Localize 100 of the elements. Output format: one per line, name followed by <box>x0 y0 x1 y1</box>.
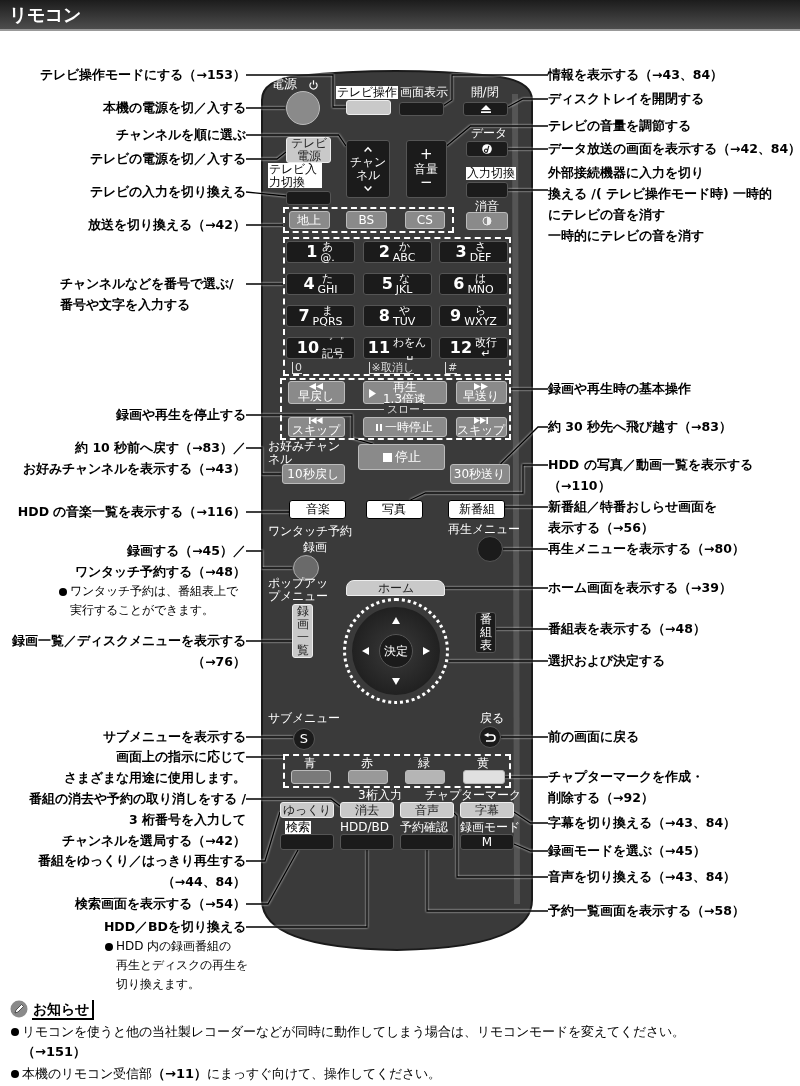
leader-line <box>245 511 290 513</box>
remote-button <box>340 834 394 850</box>
key-label: 3桁入力 <box>358 789 402 802</box>
callout-text: 再生メニューを表示する（→80） <box>548 540 746 558</box>
remote-button: M <box>460 834 514 850</box>
notice-heading: お知らせ <box>32 1000 94 1020</box>
key-label: 再生メニュー <box>448 523 520 536</box>
remote-button: 消去 <box>340 802 394 818</box>
leader-line <box>245 849 299 905</box>
callout-text: 外部接続機器に入力を切り換える /( テレビ操作モード時) 一時的にテレビの音を消す <box>548 164 774 224</box>
key-label: データ <box>470 127 507 140</box>
callout-text: 録画モードを選ぶ（→45） <box>548 842 707 860</box>
remote-button: BS <box>346 211 387 229</box>
leader-line <box>409 464 549 501</box>
leader-line <box>245 191 287 197</box>
remote-button: + 音量 − <box>406 140 447 198</box>
callout-text: 番組の消去や予約の取り消しをする /3 桁番号を入力してチャンネルを選局する（→42） <box>28 790 246 850</box>
remote-button: 停止 <box>358 444 445 470</box>
remote-button <box>463 770 505 784</box>
remote-button <box>347 770 388 784</box>
callout-text: 一時的にテレビの音を消す <box>548 227 705 245</box>
key-label: 開/閉 <box>470 86 499 99</box>
key-label: サブメニュー <box>268 712 340 725</box>
key-label: 青 <box>304 757 316 770</box>
remote-button: 新番組 <box>448 500 505 519</box>
callout-text: 前の画面に戻る <box>548 728 640 746</box>
leader-line <box>502 548 549 550</box>
key-label: テレビ操作 <box>335 86 398 99</box>
note-text: 本機のリモコン受信部（→11）にまっすぐ向けて、操作してください。 <box>10 1064 800 1084</box>
leader-line <box>444 587 549 589</box>
leader-line <box>504 506 549 508</box>
callout-text: 約 30 秒先へ飛び越す（→83） <box>548 418 733 436</box>
leader-line <box>245 811 281 862</box>
remote-button: 10秒戻し <box>281 464 345 484</box>
leader-line <box>513 843 549 852</box>
callout-text: ホーム画面を表示する（→39） <box>548 579 733 597</box>
callout-text: データ放送の画面を表示する（→42、84） <box>548 140 798 158</box>
key-label: 画面表示 <box>400 86 448 99</box>
callout-text: テレビ操作モードにする（→153） <box>39 66 246 84</box>
callout-text: 画面上の指示に応じてさまざまな用途に使用します。 <box>63 748 246 787</box>
key-label: # <box>445 362 458 374</box>
remote-button: 録画一覧 <box>292 604 313 658</box>
dashed-ring <box>342 598 449 704</box>
key-label: HDD/BD <box>340 821 390 834</box>
callout-text: チャプターマークを作成・削除する（→92） <box>548 768 705 807</box>
callout-text: 約 10 秒前へ戻す（→83）／お好みチャンネルを表示する（→43） <box>22 439 246 478</box>
key-label: 戻る <box>479 712 504 725</box>
callout-text: テレビの音量を調節する <box>548 117 692 135</box>
callout-text: 検索画面を表示する（→54） <box>73 895 246 913</box>
key-label: 消音 <box>475 200 499 213</box>
callout-text: チャンネルなどを番号で選ぶ/番号や文字を入力する <box>60 275 235 314</box>
leader-line <box>495 628 549 630</box>
callout-text: 録画する（→45）／ワンタッチ予約する（→48） <box>74 542 246 581</box>
callout-text: テレビの入力を切り換える <box>89 183 246 201</box>
remote-button: 写真 <box>365 500 423 519</box>
note-text: HDD 内の録画番組の再生とディスクの再生を切り換えます。 <box>104 937 246 994</box>
dashed-frame <box>283 754 511 788</box>
remote-button <box>398 102 444 116</box>
callout-text: 番組表を表示する（→48） <box>548 620 707 638</box>
remote-button: スキップ <box>287 417 345 437</box>
key-label: 黄 <box>476 757 489 770</box>
leader-line <box>245 849 368 928</box>
leader-line <box>245 550 294 569</box>
callout-text: 番組をゆっくり／はっきり再生する（→44、84） <box>37 852 246 891</box>
callout-text: 予約一覧画面を表示する（→58） <box>548 902 746 920</box>
callout-text: 音声を切り換える（→43、84） <box>548 868 738 886</box>
remote-button <box>290 770 331 784</box>
dashed-frame <box>283 237 511 376</box>
callout-text: 録画一覧／ディスクメニューを表示する（→76） <box>11 632 246 671</box>
remote-button: ホーム <box>346 580 445 596</box>
leader-line <box>245 74 347 108</box>
remote-button: 番組表 <box>475 612 496 653</box>
leader-line <box>245 447 283 475</box>
leader-line <box>507 98 549 108</box>
remote-button <box>466 141 508 157</box>
leader-line <box>245 414 374 445</box>
remote-button: 一時停止 <box>362 417 447 437</box>
leader-line <box>504 776 549 778</box>
leader-line <box>426 849 549 912</box>
callout-text: HDD の音楽一覧を表示する（→116） <box>16 503 246 521</box>
leader-line <box>245 640 293 642</box>
remote-button <box>466 182 508 198</box>
key-label: スロー <box>316 404 490 415</box>
remote-button <box>280 834 334 850</box>
leader-line <box>245 798 341 807</box>
page-title: リモコン <box>9 4 81 26</box>
remote-button: 字幕 <box>460 802 514 818</box>
leader-line <box>245 151 287 160</box>
key-label: 赤 <box>361 757 373 770</box>
leader-line <box>445 125 549 147</box>
leader-line <box>442 74 549 107</box>
callout-text: チャンネルを順に選ぶ <box>115 126 246 144</box>
key-label: 緑 <box>418 757 430 770</box>
callout-text: HDD／BDを切り換える <box>102 918 246 936</box>
remote-button: CS <box>404 211 445 229</box>
key-label: 録画モード <box>460 821 520 834</box>
leader-line <box>513 811 549 824</box>
key-label: 入力切換 <box>466 167 516 180</box>
leader-line <box>245 107 287 109</box>
remote-button: チャンネル <box>346 140 390 198</box>
